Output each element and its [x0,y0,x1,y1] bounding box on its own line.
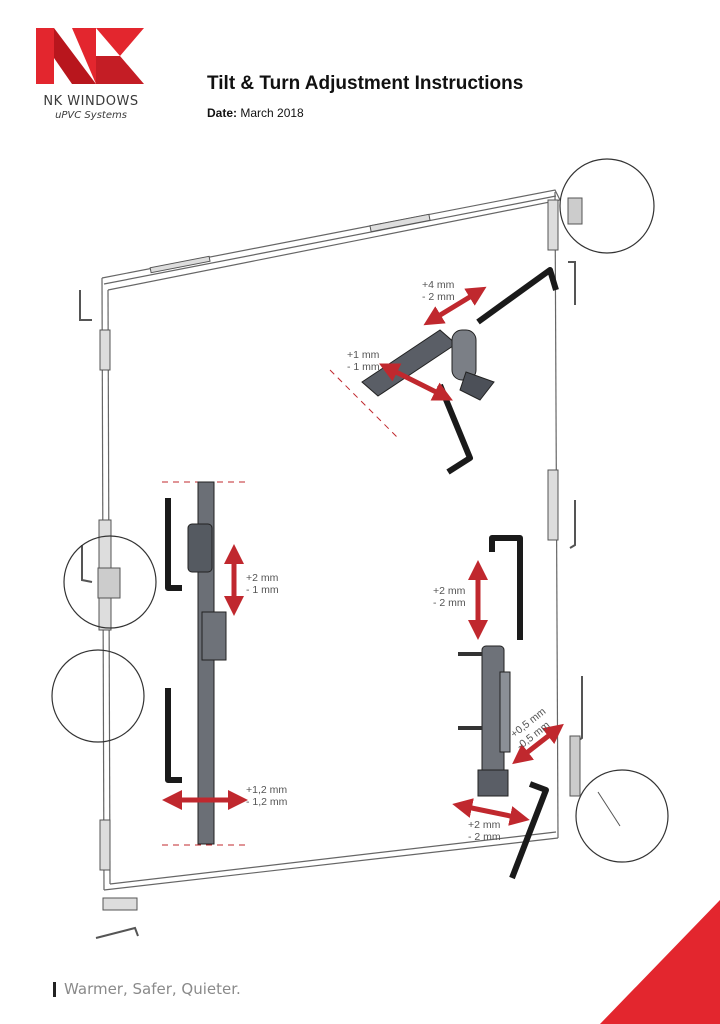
allen-key-icons [79,261,583,939]
keep-horizontal-plus-label: +1,2 mm [246,784,287,796]
footer-tagline: Warmer, Safer, Quieter. [64,980,241,998]
detail-circles [51,158,669,863]
bottom-hinge-horizontal-plus-label: +2 mm [468,819,501,831]
bottom-hinge-horizontal-minus-label: - 2 mm [468,831,501,843]
top-hinge-plus-label: +4 mm [422,279,455,291]
keep-vertical-minus-label: - 1 mm [246,584,279,596]
page-title: Tilt & Turn Adjustment Instructions [207,73,524,94]
top-hinge-assembly [329,267,559,475]
bottom-hinge-vertical-minus-label: - 2 mm [433,597,466,609]
top-hinge-side-plus-label: +1 mm [347,349,380,361]
top-hinge-side-minus-label: - 1 mm [347,361,380,373]
top-hinge-minus-label: - 2 mm [422,291,455,303]
bottom-hinge-vertical-plus-label: +2 mm [433,585,466,597]
keep-vertical-plus-label: +2 mm [246,572,279,584]
brand-name: NK WINDOWS [43,94,139,109]
keep-strip-assembly [162,481,250,846]
date-value: March 2018 [240,106,304,120]
keep-horizontal-minus-label: - 1,2 mm [246,796,288,808]
corner-accent [600,900,720,1024]
date-line: Date: March 2018 [207,106,304,120]
brand-subtitle: uPVC Systems [55,110,127,121]
hinge-detail-icons [97,197,621,827]
date-label: Date: [207,106,238,120]
bottom-hinge-assembly [452,535,564,880]
tagline-bar [53,982,56,997]
nk-logo [36,28,144,84]
